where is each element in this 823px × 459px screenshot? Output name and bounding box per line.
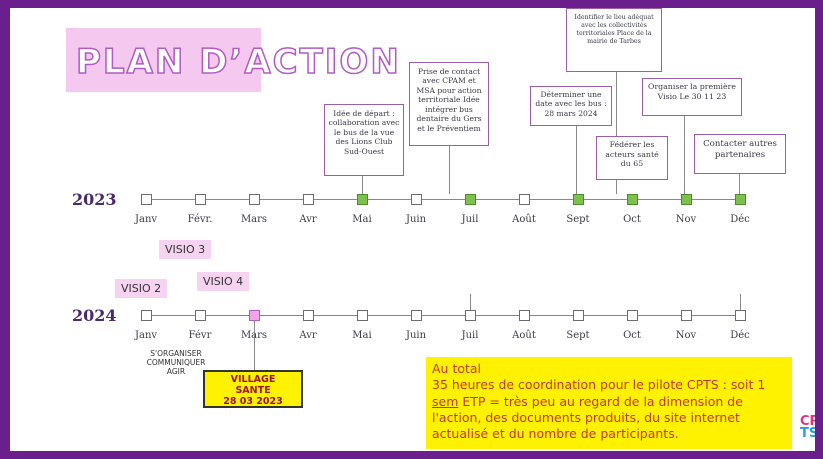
visio-3-label: VISIO 3 (159, 240, 212, 259)
callout-oct-top: Identifier le lieu adéquat avec les coll… (566, 8, 662, 72)
month-label: Janv (134, 214, 158, 225)
marker-2024-aout (519, 310, 530, 321)
village-line-1: VILLAGE (230, 374, 276, 385)
month-label: Sept (566, 214, 590, 225)
marker-2023-fevr (195, 194, 206, 205)
connector-2024-dec (740, 294, 741, 310)
marker-2024-oct (627, 310, 638, 321)
connector-village (254, 321, 255, 371)
marker-2024-mai (357, 310, 368, 321)
connector-oct-top (616, 72, 617, 194)
slide-title: PLAN D’ACTION (75, 41, 401, 83)
month-label: Déc (730, 214, 750, 225)
connector-sept (576, 126, 577, 194)
marker-2023-mars (249, 194, 260, 205)
marker-2023-janv (141, 194, 152, 205)
month-label-2024: Avr (299, 330, 317, 341)
month-label: Août (512, 214, 536, 225)
marker-2023-oct (627, 194, 638, 205)
marker-2023-mai (357, 194, 368, 205)
marker-2024-janv (141, 310, 152, 321)
marker-2023-aout (519, 194, 530, 205)
marker-2023-avr (303, 194, 314, 205)
marker-2024-juin (411, 310, 422, 321)
callout-sept: Déterminer une date avec les bus : 28 ma… (530, 86, 612, 126)
total-line-5: actualisé et du nombre de participants. (432, 426, 679, 441)
month-label-2024: Juin (405, 330, 427, 341)
month-label: Oct (623, 214, 641, 225)
month-label-2024: Janv (134, 330, 158, 341)
marker-2023-sept (573, 194, 584, 205)
total-line-2: 35 heures de coordination pour le pilote… (432, 377, 766, 393)
connector-juil (449, 146, 450, 194)
callout-nov: Organiser la première Visio Le 30 11 23 (642, 78, 742, 116)
village-line-2: SANTE (235, 384, 271, 396)
marker-2024-fevr (195, 310, 206, 321)
total-sem: sem (432, 393, 459, 409)
month-label-2024: Août (512, 330, 536, 341)
cpts-logo: CP TS (800, 414, 815, 442)
year-2024: 2024 (72, 306, 117, 325)
village-sante-box: VILLAGE SANTE 28 03 2023 (203, 370, 303, 408)
month-label-2024: Sept (566, 330, 590, 341)
total-line-1: Au total (432, 361, 482, 376)
connector-2024-juil (470, 294, 471, 310)
marker-2024-sept (573, 310, 584, 321)
marker-2023-nov (681, 194, 692, 205)
month-label: Mars (240, 214, 268, 225)
visio-2-label: VISIO 2 (115, 279, 168, 298)
connector-mai (362, 176, 363, 194)
total-summary-box: Au total 35 heures de coordination pour … (426, 357, 792, 449)
month-label: Févr. (187, 214, 213, 225)
callout-dec: Contacter autres partenaires (694, 134, 786, 174)
month-label-2024: Nov (675, 330, 697, 341)
month-label: Mai (352, 214, 372, 225)
title-background (66, 28, 261, 92)
fevr-action-label: S'ORGANISER COMMUNIQUER AGIR (146, 349, 206, 376)
total-line-3-text: ETP = très peu au regard de la dimension… (458, 393, 743, 409)
logo-top: CP (800, 414, 815, 429)
timeline-2024-line (146, 315, 746, 316)
month-label-2024: Oct (623, 330, 641, 341)
total-line-3: sem ETP = très peu au regard de la dimen… (432, 394, 786, 410)
month-label-2024: Mai (352, 330, 372, 341)
callout-juil: Prise de contact avec CPAM et MSA pour a… (409, 62, 489, 146)
village-line-3: 28 03 2023 (223, 395, 283, 407)
marker-2024-mars (249, 310, 260, 321)
timeline-2023-line (146, 199, 746, 200)
month-label: Juin (405, 214, 427, 225)
connector-nov (684, 116, 685, 194)
total-line-4: l'action, des documents produits, du sit… (432, 409, 740, 425)
month-label-2024: Juil (461, 330, 479, 341)
callout-oct: Fédérer les acteurs santé du 65 (596, 136, 668, 180)
month-label: Juil (461, 214, 479, 225)
marker-2024-juil (465, 310, 476, 321)
slide: PLAN D’ACTION Idée de départ : collabora… (10, 8, 815, 451)
connector-dec (739, 174, 740, 194)
logo-bottom: TS (800, 426, 815, 442)
month-label: Nov (675, 214, 697, 225)
marker-2023-juin (411, 194, 422, 205)
marker-2023-dec (735, 194, 746, 205)
year-2023: 2023 (72, 190, 117, 209)
marker-2024-avr (303, 310, 314, 321)
visio-4-label: VISIO 4 (197, 272, 250, 291)
marker-2024-dec (735, 310, 746, 321)
month-label-2024: Févr (188, 330, 212, 341)
month-label: Avr (299, 214, 317, 225)
month-label-2024: Déc (730, 330, 750, 341)
callout-mai: Idée de départ : collaboration avec le b… (324, 104, 404, 176)
marker-2024-nov (681, 310, 692, 321)
marker-2023-juil (465, 194, 476, 205)
